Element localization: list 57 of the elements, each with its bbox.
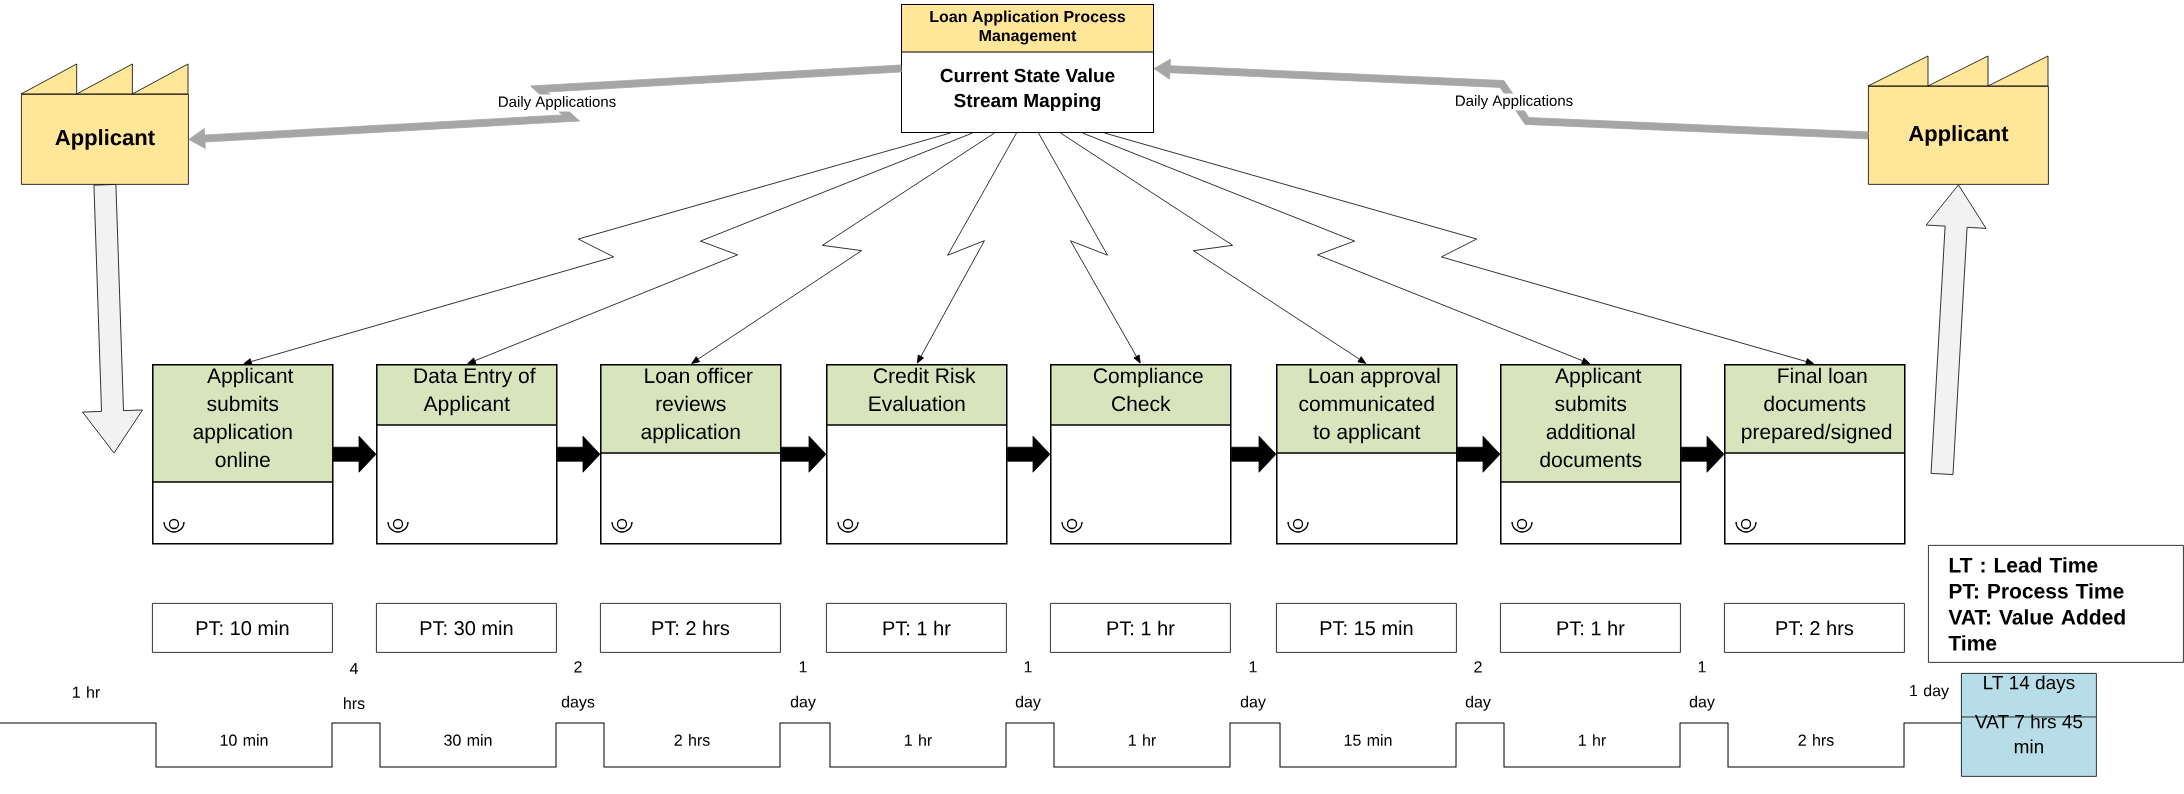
lightning-arrow xyxy=(916,132,1017,364)
wait-time: 1 hr xyxy=(73,686,100,698)
wait-time: 2 day xyxy=(1465,661,1491,711)
cycle-time: 2 hrs xyxy=(674,734,710,746)
push-arrow xyxy=(1231,435,1277,473)
time-box: PT: 1 hr xyxy=(826,603,1007,653)
lightning-arrow xyxy=(1060,132,1367,364)
lightning-arrow xyxy=(188,64,902,149)
time-box: PT: 1 hr xyxy=(1500,603,1681,653)
wait-time: 2 days xyxy=(561,661,595,711)
cycle-time: 10 min xyxy=(220,734,268,746)
push-arrow xyxy=(1457,435,1501,473)
push-arrow xyxy=(1681,435,1725,473)
block-arrow xyxy=(82,184,143,454)
process-box: Applicant submits additional documents xyxy=(1499,364,1682,545)
wait-time: 1 day xyxy=(1015,661,1041,711)
block-arrow xyxy=(1925,184,1987,475)
process-box: Loan approval communicated to applicant xyxy=(1275,364,1458,545)
abbreviation-box: LT : Lead Time PT: Process Time VAT: Value Added Time xyxy=(1928,545,2184,663)
cycle-time: 1 hr xyxy=(1129,734,1156,746)
push-arrow xyxy=(1007,435,1051,473)
edge-label: Daily Applications xyxy=(1453,93,1575,111)
title-box: Loan Application Process Management Current State Value Stream Mapping xyxy=(900,4,1154,133)
time-box: PT: 2 hrs xyxy=(600,603,781,653)
lightning-arrow xyxy=(1104,132,1815,365)
push-arrow xyxy=(781,435,827,473)
push-arrow xyxy=(333,435,377,473)
time-box: PT: 1 hr xyxy=(1050,603,1231,653)
edge-label: Daily Applications xyxy=(496,94,618,112)
process-box: Compliance Check xyxy=(1049,364,1232,545)
wait-time: 4 hrs xyxy=(344,662,365,710)
cycle-time: 15 min xyxy=(1344,734,1392,746)
wait-time: 1 day xyxy=(1689,661,1715,711)
cycle-time: 1 hr xyxy=(905,734,932,746)
lightning-arrow xyxy=(243,132,951,365)
time-box: PT: 2 hrs xyxy=(1724,603,1905,653)
lightning-arrow xyxy=(691,132,995,364)
lightning-arrow xyxy=(1153,58,1869,140)
time-box: PT: 10 min xyxy=(152,603,333,653)
process-box: Credit Risk Evaluation xyxy=(825,364,1008,545)
summary-box: LT 14 days VAT 7 hrs 45 min xyxy=(1960,673,2097,777)
cycle-time: 1 hr xyxy=(1579,734,1606,746)
push-arrow xyxy=(557,435,601,473)
lightning-arrow xyxy=(1082,132,1591,364)
time-box: PT: 15 min xyxy=(1276,603,1457,653)
process-box: Final loan documents prepared/signed xyxy=(1723,364,1906,545)
process-box: Applicant submits application online xyxy=(151,364,334,545)
cycle-time: 2 hrs xyxy=(1798,734,1834,746)
process-box: Data Entry of Applicant xyxy=(375,364,558,545)
process-box: Loan officer reviews application xyxy=(599,364,782,545)
lightning-arrow xyxy=(467,132,973,364)
wait-time: 1 day xyxy=(1910,684,1949,700)
wait-time: 1 day xyxy=(1240,661,1266,711)
cycle-time: 30 min xyxy=(444,734,492,746)
lightning-arrow xyxy=(1038,132,1141,364)
wait-time: 1 day xyxy=(790,661,816,711)
time-box: PT: 30 min xyxy=(376,603,557,653)
